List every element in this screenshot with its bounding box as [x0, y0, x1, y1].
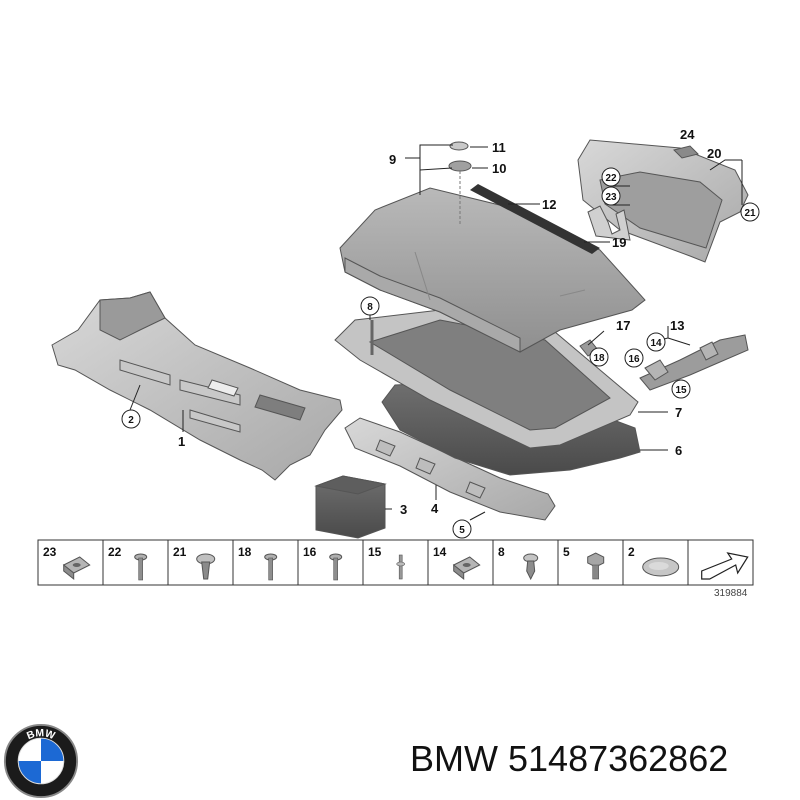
circled-callouts: 2 5 8 18 14 16 15 22 23 21	[121, 167, 760, 539]
strip-cell: 5	[563, 545, 605, 580]
seal-strip	[470, 184, 600, 254]
side-trim-rail	[344, 417, 556, 521]
strip-cell-label: 22	[108, 545, 122, 559]
strip-cell: 2	[628, 545, 680, 577]
floor-trim-panel	[51, 291, 343, 481]
callout-18: 18	[593, 353, 605, 364]
strip-cell-label: 18	[238, 545, 252, 559]
clip-24	[673, 145, 699, 159]
strip-cell-label: 15	[368, 545, 382, 559]
callout-4: 4	[431, 501, 439, 516]
callout-14: 14	[650, 338, 662, 349]
callout-9: 9	[389, 152, 396, 167]
callout-16: 16	[628, 354, 640, 365]
callout-23: 23	[605, 192, 617, 203]
callout-6: 6	[675, 443, 682, 458]
strip-cell: 8	[498, 545, 539, 581]
callout-labels: 9 11 10 12 24 20 19 17 13 1 3 4 7 6	[178, 127, 721, 517]
svg-text:BMW: BMW	[25, 728, 56, 742]
strip-cell: 22	[108, 545, 148, 581]
callout-21: 21	[744, 208, 756, 219]
callout-13: 13	[670, 318, 684, 333]
brand-name: BMW	[410, 738, 498, 779]
strip-cell: 14	[433, 545, 481, 581]
pin-icon	[396, 554, 406, 580]
callout-15: 15	[675, 385, 687, 396]
push-clip-icon	[523, 553, 539, 581]
handle-19	[587, 205, 631, 241]
strip-cell-label: 8	[498, 545, 505, 559]
expansion-rivet-icon	[196, 553, 216, 580]
strip-cell: 15	[368, 545, 406, 580]
strip-cell: 21	[173, 545, 216, 580]
screw-icon	[264, 553, 278, 581]
callout-22: 22	[605, 173, 617, 184]
strip-cell-label: 5	[563, 545, 570, 559]
strip-cell-label: 14	[433, 545, 447, 559]
clip-nut-icon	[452, 556, 481, 581]
clip-nut-icon	[62, 556, 91, 581]
callout-7: 7	[675, 405, 682, 420]
screw-icon	[329, 553, 343, 581]
strip-cell	[701, 552, 749, 580]
bmw-logo: BMW	[3, 723, 79, 799]
callout-12: 12	[542, 197, 556, 212]
strip-cell: 23	[43, 545, 91, 581]
hex-bolt-icon	[587, 552, 605, 580]
part-caption: BMW 51487362862	[410, 738, 728, 780]
strip-cell-label: 21	[173, 545, 187, 559]
callout-3: 3	[400, 502, 407, 517]
callout-24: 24	[680, 127, 695, 142]
arrow-icon	[701, 552, 749, 580]
callout-10: 10	[492, 161, 506, 176]
cap-disc-icon	[642, 557, 680, 577]
strip-cell: 16	[303, 545, 343, 581]
strip-cell: 18	[238, 545, 278, 581]
strip-cell-label: 23	[43, 545, 57, 559]
loading-floor-board	[339, 187, 646, 353]
callout-17: 17	[616, 318, 630, 333]
rear-trim-cover	[577, 139, 749, 263]
screw-icon	[134, 553, 148, 581]
strip-cell-label: 2	[628, 545, 635, 559]
bracket-set	[639, 334, 749, 391]
fastener-strip: 23 22 21 18 16 15 14 8 5 2	[37, 539, 754, 586]
callout-1: 1	[178, 434, 185, 449]
logo-letters: BMW	[25, 728, 56, 742]
leader-lines	[129, 144, 743, 521]
callout-19: 19	[612, 235, 626, 250]
storage-tray	[334, 309, 639, 449]
diagram-number: 319884	[714, 588, 748, 599]
foam-block	[314, 475, 387, 539]
callout-20: 20	[707, 146, 721, 161]
part-number: 51487362862	[508, 738, 729, 779]
strip-cell-label: 16	[303, 545, 317, 559]
callout-5: 5	[459, 525, 465, 536]
callout-8: 8	[367, 302, 373, 313]
callout-2: 2	[128, 415, 134, 426]
callout-11: 11	[492, 140, 506, 155]
nut-washer	[448, 141, 472, 225]
